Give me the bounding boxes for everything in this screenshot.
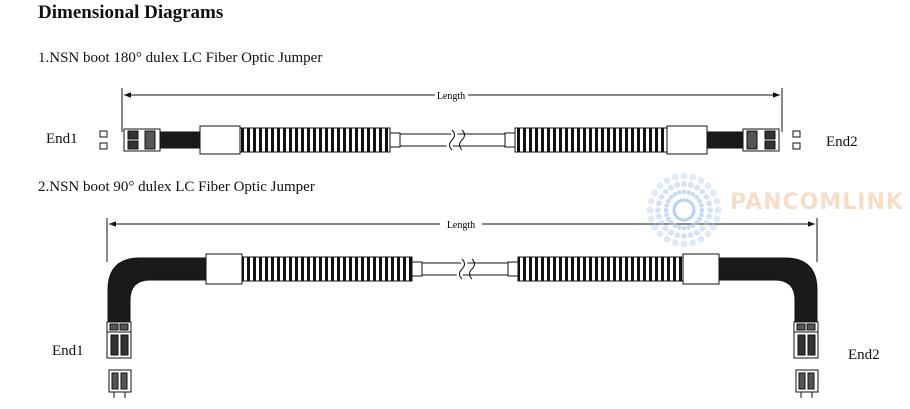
diagram1-length-label: Length <box>437 91 465 102</box>
diagram2-dimension-line <box>106 218 818 262</box>
diagram2-length-label: Length <box>447 220 475 231</box>
diagram1-end1-boot <box>199 125 401 155</box>
pancomlink-logo-text: PANCOMLINK <box>730 190 904 215</box>
page-heading: Dimensional Diagrams <box>38 2 224 23</box>
diagram2-title: 2.NSN boot 90° dulex LC Fiber Optic Jump… <box>38 179 315 195</box>
diagram1-dimension-line <box>121 88 783 132</box>
diagram2-cable <box>422 256 508 282</box>
diagram2-end2-boot <box>507 253 818 323</box>
diagram1-cable <box>400 127 505 153</box>
pancomlink-logo-burst-icon <box>646 172 722 248</box>
diagram2-end1-label: End1 <box>52 343 84 359</box>
diagram2-end2-label: End2 <box>848 347 880 363</box>
diagram2-end2-connector <box>793 321 819 398</box>
diagram1-end1-label: End1 <box>46 131 78 147</box>
diagram1-end2-connector <box>706 128 801 152</box>
diagram1-end2-boot <box>504 125 708 155</box>
diagram1-title: 1.NSN boot 180° dulex LC Fiber Optic Jum… <box>38 50 323 66</box>
diagram2-end1-connector <box>106 321 132 398</box>
diagram1-end1-connector <box>99 128 201 152</box>
diagram2-end1-boot <box>107 253 423 323</box>
diagram1-end2-label: End2 <box>826 134 858 150</box>
